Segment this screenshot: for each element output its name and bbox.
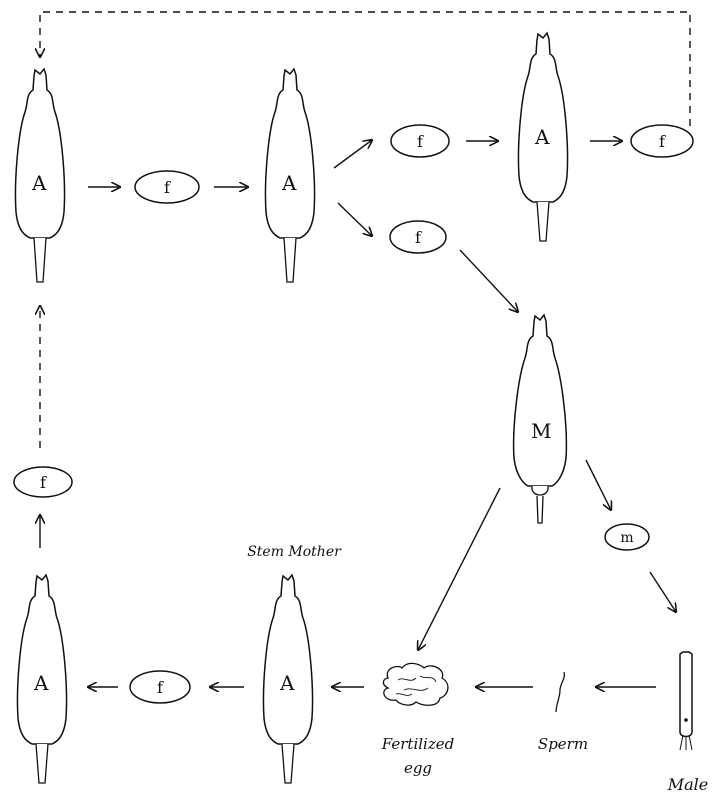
egg-label: f: [415, 228, 422, 247]
egg-f-1: f: [134, 170, 200, 204]
egg-f-3: f: [630, 124, 694, 158]
egg-label: f: [659, 132, 666, 151]
egg-f-2: f: [390, 124, 450, 158]
egg-label: f: [164, 178, 171, 197]
organism-label: A: [279, 671, 295, 695]
egg-label: f: [417, 132, 424, 151]
egg-label: f: [40, 473, 47, 492]
fertilized-egg-caption-line2: egg: [404, 759, 432, 777]
organism-label: A: [33, 671, 49, 695]
fertilized-egg-caption-line1: Fertilized: [381, 735, 454, 753]
organism-label: A: [534, 125, 550, 149]
arrow: [333, 140, 372, 169]
male-caption: Male: [667, 775, 709, 794]
organism-a-stem-mother: A: [262, 573, 314, 784]
dashed-return-arrow: [40, 11, 691, 126]
male-organism: [679, 651, 693, 751]
arrow: [585, 459, 611, 510]
egg-label: m: [620, 530, 633, 546]
sperm-caption: Sperm: [538, 735, 588, 753]
organism-m: M: [512, 313, 568, 524]
egg-f-4: f: [389, 220, 447, 254]
organism-label: A: [31, 171, 47, 195]
sperm: [555, 671, 566, 713]
stem-mother-caption: Stem Mother: [247, 544, 342, 560]
arrow: [649, 571, 676, 612]
organism-a-top-left: A: [14, 67, 66, 283]
organism-a-top-right: A: [517, 31, 569, 242]
fertilized-egg: [382, 662, 449, 706]
egg-f-6: f: [129, 670, 191, 704]
arrow: [459, 249, 518, 312]
organism-a-top-middle: A: [264, 67, 316, 283]
organism-label: A: [281, 171, 297, 195]
arrow: [418, 487, 501, 650]
organism-label: M: [531, 419, 551, 443]
egg-label: f: [157, 678, 164, 697]
organism-a-bottom-left: A: [16, 573, 68, 784]
egg-m: m: [604, 523, 650, 551]
egg-f-5: f: [13, 466, 73, 498]
arrow: [337, 202, 372, 236]
